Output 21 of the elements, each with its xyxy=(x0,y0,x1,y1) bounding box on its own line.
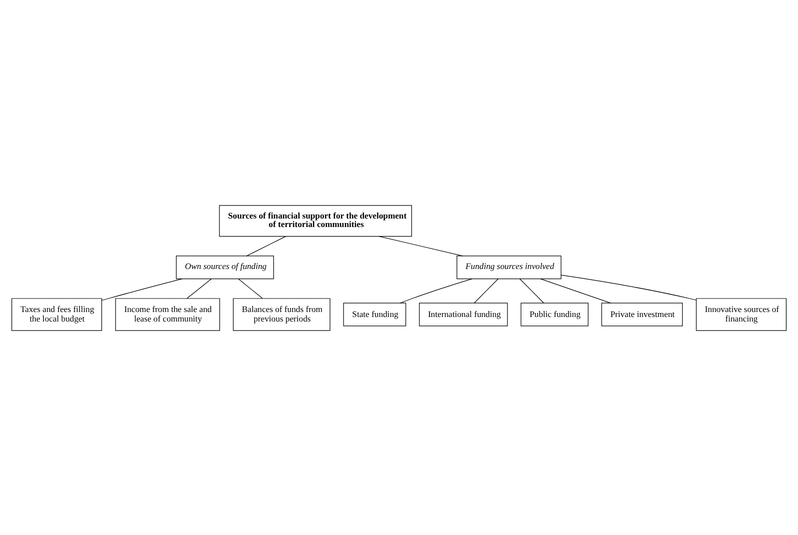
node-box: State funding xyxy=(343,302,406,326)
node-box: Innovative sources of financing xyxy=(696,298,787,330)
connector xyxy=(378,236,463,256)
node-box: Funding sources involved xyxy=(456,255,562,279)
connector xyxy=(186,278,212,298)
connector xyxy=(474,278,498,303)
node-box: Own sources of funding xyxy=(176,255,274,279)
node-box: Taxes and fees filling the local budget xyxy=(11,298,102,330)
connector xyxy=(400,278,473,303)
connector xyxy=(560,274,696,300)
connector xyxy=(102,278,183,300)
node-box: Public funding xyxy=(520,302,588,326)
connector xyxy=(238,278,263,298)
node-box: Sources of financial support for the development of territorial communities xyxy=(219,204,412,236)
node-box: Private investment xyxy=(601,302,683,326)
node-box: Income from the sale and lease of community xyxy=(115,298,220,330)
connector xyxy=(246,236,286,256)
connector xyxy=(519,278,544,303)
connector xyxy=(540,278,611,303)
node-box: Balances of funds from previous periods xyxy=(232,298,330,330)
node-box: International funding xyxy=(419,302,508,326)
